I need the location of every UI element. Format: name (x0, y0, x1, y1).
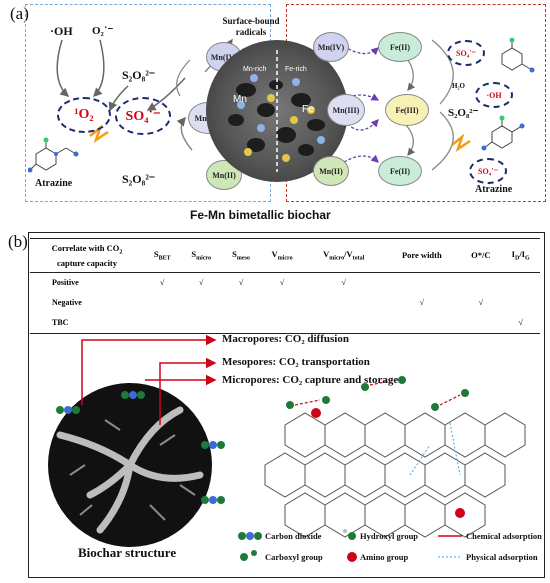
row-label: TBC (52, 318, 69, 328)
table-cell: √ (419, 298, 425, 308)
sulfate-radical-node-top-right: SO₄˙⁻ (447, 40, 485, 66)
singlet-oxygen-node: ¹O₂ (57, 97, 111, 133)
persulfate-top-left: S₂O₈²⁻ (122, 68, 156, 82)
row-label: Positive (52, 278, 79, 288)
header-vmicro-vtotal: Vmicro/Vtotal (304, 238, 384, 273)
header-id-ig: ID/IG (501, 238, 540, 273)
oh-radical-node-right: ·OH (475, 82, 513, 108)
table-header-row: Correlate with CO2 capture capacity SBET… (30, 238, 540, 273)
table-cell: √ (198, 278, 204, 288)
legend-co2: Carbon dioxide (265, 531, 322, 541)
table-cell: √ (518, 318, 523, 328)
surface-bound-radicals-label: Surface-bound radicals (222, 16, 280, 37)
table-cell: √ (160, 278, 165, 288)
header-correlate: Correlate with CO2 capture capacity (30, 238, 144, 273)
mn-rich-label: Mn-rich (243, 66, 267, 73)
header-sbet: SBET (144, 238, 181, 273)
sulfate-radical-node-left: SO₄˙⁻ (115, 97, 171, 135)
mn-iii-node-right: Mn(III) (327, 94, 365, 126)
table-cell (501, 293, 540, 313)
table-cell (383, 272, 460, 293)
micropores-label: Micropores: CO₂ capture and storage (222, 374, 399, 386)
legend-physical-adsorption: Physical adsorption (466, 552, 538, 562)
fe-rich-label: Fe-rich (285, 66, 307, 73)
table-row: Negative √ √ (30, 293, 540, 313)
table-cell (304, 293, 383, 313)
table-cell (501, 272, 540, 293)
header-smicro: Smicro (180, 238, 222, 273)
table-cell: √ (341, 278, 346, 288)
water-label: H₂O (452, 82, 465, 90)
panel-a-caption: Fe-Mn bimetallic biochar (190, 208, 331, 222)
fe-iii-node: Fe(III) (385, 94, 429, 126)
header-smeso: Smeso (221, 238, 261, 273)
legend-amino: Amino group (360, 552, 409, 562)
fe-ii-node-bottom: Fe(II) (378, 156, 422, 186)
correlation-table: Correlate with CO2 capture capacity SBET… (30, 238, 540, 334)
biochar-structure-label: Biochar structure (78, 545, 177, 560)
legend-carboxyl: Carboxyl group (265, 552, 323, 562)
atrazine-molecule-icon-left (28, 137, 79, 173)
atrazine-molecule-icon-right-top (501, 38, 535, 73)
persulfate-bottom-left: S₂O₈²⁻ (122, 172, 156, 186)
biochar-structure-illustration (48, 334, 526, 562)
fe-element-label: Fe (302, 104, 314, 115)
table-cell: √ (279, 278, 285, 288)
fe-ii-node-top: Fe(II) (378, 32, 422, 62)
persulfate-right: S₂O₈²⁻ (448, 107, 479, 119)
panel-b-frame (28, 232, 545, 578)
mesopores-label: Mesopores: CO₂ transportation (222, 356, 370, 368)
panel-b-label: (b) (8, 232, 28, 251)
atrazine-left-label: Atrazine (35, 178, 73, 189)
table-row: Positive √ √ √ √ √ (30, 272, 540, 293)
macropores-label: Macropores: CO₂ diffusion (222, 333, 349, 345)
table-cell: √ (478, 298, 483, 308)
table-cell: √ (238, 278, 244, 288)
table-cell (460, 272, 501, 293)
table-cell (260, 293, 304, 313)
sulfate-radical-node-bottom-right: SO₄˙⁻ (469, 158, 507, 184)
table-cell (222, 293, 260, 313)
oh-radical-label: ·OH (50, 24, 73, 38)
panel-a-label: (a) (10, 4, 29, 23)
sem-pores-icon (228, 50, 325, 172)
atrazine-molecule-icon-right (481, 115, 525, 151)
mn-iv-node-right: Mn(IV) (313, 32, 349, 62)
mn-ii-node-right: Mn(II) (313, 156, 349, 186)
legend-chemical-adsorption: Chemical adsorption (466, 531, 542, 541)
table-cell (180, 293, 221, 313)
table-row: TBC √ (30, 313, 540, 334)
mn-element-label: Mn (233, 94, 247, 105)
header-oc: O*/C (460, 238, 502, 273)
superoxide-label: O₂˙⁻ (92, 25, 114, 37)
table-cell (144, 293, 180, 313)
atrazine-right-label: Atrazine (475, 184, 513, 195)
header-vmicro: Vmicro (260, 238, 305, 273)
header-pore-width: Pore width (383, 238, 461, 273)
row-label: Negative (52, 298, 82, 308)
legend-hydroxyl: Hydroxyl group (360, 531, 419, 541)
